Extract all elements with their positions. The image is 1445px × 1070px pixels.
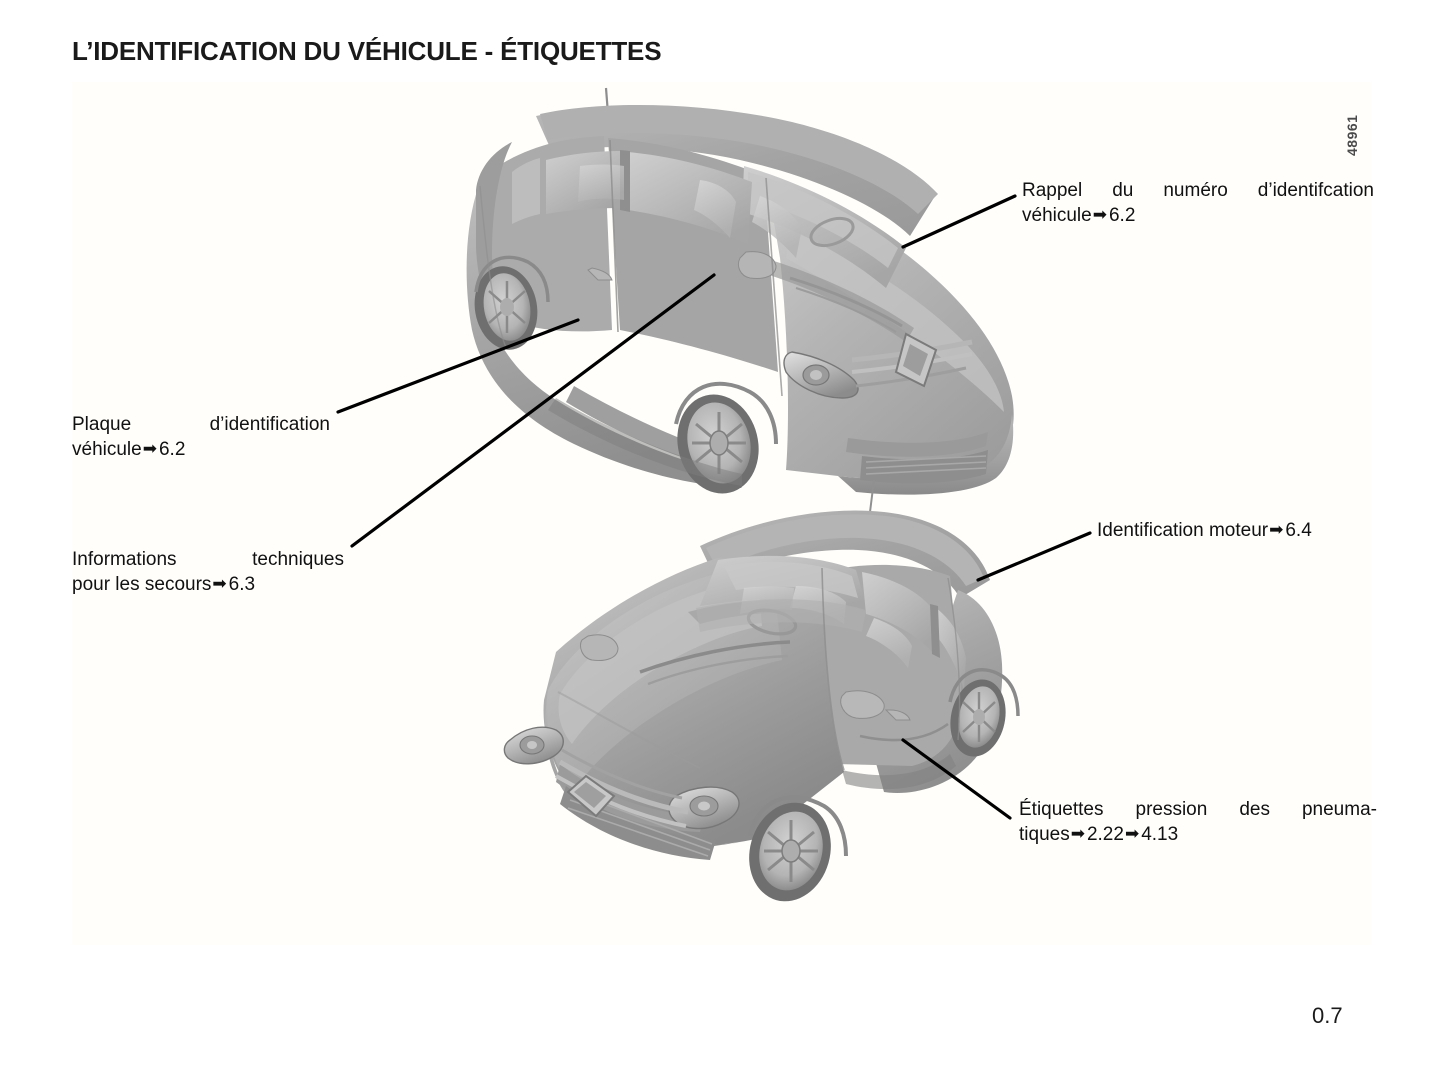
page-title: L’IDENTIFICATION DU VÉHICULE - ÉTIQUETTE… [72,36,662,67]
cross-reference[interactable]: 2.22 [1086,824,1124,846]
figure-code: 48961 [1344,114,1360,156]
callout-vin-line2: véhicule➡6.2 [1022,205,1136,227]
arrow-right-icon: ➡ [1124,824,1140,844]
arrow-right-icon: ➡ [1092,205,1107,225]
callout-plaque-line2: véhicule➡6.2 [72,439,186,461]
callout-vehicle-id-plate: Plaque d’identification véhicule➡6.2 [72,412,330,462]
callout-moteur-line1: Identification moteur➡6.4 [1097,520,1312,541]
callout-engine-identification: Identification moteur➡6.4 [1097,518,1377,543]
page-number: 0.7 [1312,1003,1343,1028]
callout-vin-reminder: Rappel du numéro d’identifcation véhicul… [1022,178,1374,228]
arrow-right-icon: ➡ [212,574,227,594]
callout-plaque-line1: Plaque d’identification [72,414,330,435]
callout-pression-line2: tiques➡2.22➡4.13 [1019,824,1179,846]
cross-reference[interactable]: 4.13 [1141,824,1179,846]
arrow-right-icon: ➡ [142,439,157,459]
callout-secours-line1: Informations techniques [72,549,344,570]
callout-pression-line1: Étiquettes pression des pneuma- [1019,799,1377,820]
arrow-right-icon: ➡ [1070,824,1085,844]
cross-reference[interactable]: 6.4 [1285,520,1312,541]
cross-reference[interactable]: 6.2 [1108,205,1136,227]
callout-tyre-pressure-labels: Étiquettes pression des pneuma- tiques➡2… [1019,797,1377,847]
callout-secours-line2: pour les secours➡6.3 [72,574,256,596]
arrow-right-icon: ➡ [1269,520,1284,539]
callout-rescue-technical-info: Informations techniques pour les secours… [72,547,344,597]
cross-reference[interactable]: 6.3 [228,574,256,596]
cross-reference[interactable]: 6.2 [158,439,186,461]
callout-vin-line1: Rappel du numéro d’identifcation [1022,180,1374,201]
